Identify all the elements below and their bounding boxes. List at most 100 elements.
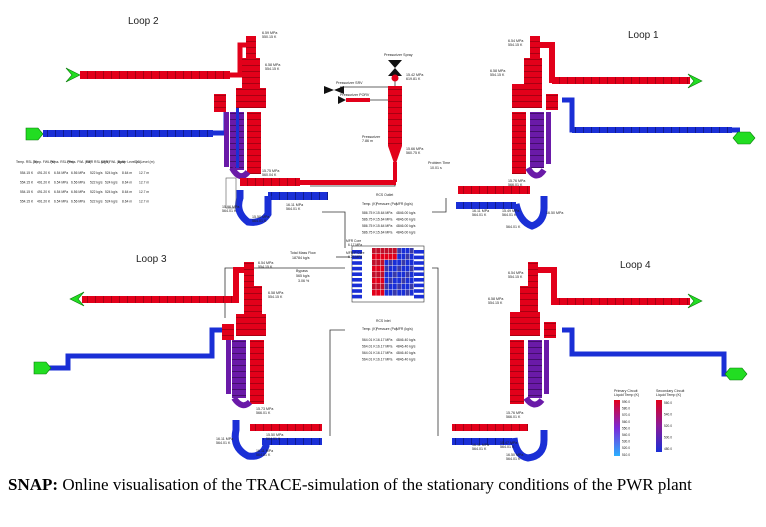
fuel-assembly [409, 260, 414, 266]
svg-text:550.15 K: 550.15 K [262, 35, 277, 39]
fuel-assembly [384, 278, 389, 284]
fuel-assembly [393, 248, 397, 254]
downcomer-segment [352, 272, 362, 276]
fuel-assembly [384, 254, 389, 260]
fuel-assembly [405, 290, 410, 296]
secondary-tick: 540.0 [664, 413, 672, 417]
fuel-assembly [372, 266, 376, 272]
sg-table-cell: 522 kg/s [90, 190, 103, 194]
svg-text:16.11 MPa: 16.11 MPa [286, 203, 303, 207]
downcomer-segment [414, 261, 424, 265]
svg-text:16.11 MPa: 16.11 MPa [256, 449, 273, 453]
loop-label: Loop 3 [136, 254, 167, 265]
fuel-assembly [393, 290, 397, 296]
sg-table-header: Temp. RSL (K) [16, 160, 38, 164]
svg-text:Liquid Temp (K): Liquid Temp (K) [614, 393, 639, 397]
feedwater-inlet-icon [732, 131, 756, 145]
sg-table-cell: 12.7 m [139, 190, 149, 194]
svg-text:565 kg/s: 565 kg/s [296, 274, 310, 278]
steam-generator-dome [520, 286, 538, 312]
svg-text:3.06 %: 3.06 % [298, 279, 310, 283]
primary-tick: 520.0 [622, 446, 630, 450]
svg-text:15.76 MPa: 15.76 MPa [506, 411, 523, 415]
fuel-assembly [372, 278, 376, 284]
svg-text:Pressurizer SRV: Pressurizer SRV [336, 81, 363, 85]
svg-text:554.15 K: 554.15 K [258, 265, 273, 269]
fuel-assembly [409, 248, 414, 254]
fuel-assembly [388, 254, 393, 260]
sg-table-cell: 491.20 K [37, 181, 51, 185]
sg-table-cell: 6.56 MPa [71, 190, 85, 194]
fuel-assembly [384, 266, 389, 272]
svg-text:554.15 K: 554.15 K [508, 43, 523, 47]
sg-table-cell: 6.54 MPa [54, 200, 68, 204]
svg-text:16.50 MPa: 16.50 MPa [506, 453, 523, 457]
svg-text:564.01 K: 564.01 K [472, 213, 487, 217]
fuel-assembly [388, 266, 393, 272]
svg-text:566.01 K: 566.01 K [508, 183, 523, 187]
svg-text:16.50 MPa: 16.50 MPa [546, 211, 563, 215]
svg-text:16.11 MPa: 16.11 MPa [472, 443, 489, 447]
downcomer-segment [414, 289, 424, 293]
sg-table-header: Press. FWL (Pa) [67, 160, 91, 164]
secondary-color-scale [656, 400, 662, 452]
sg-tube-cold [232, 340, 246, 398]
fuel-assembly [401, 266, 406, 272]
sg-table-cell: 6.56 MPa [71, 181, 85, 185]
svg-text:Pressurizer PORV: Pressurizer PORV [340, 93, 370, 97]
primary-color-scale [614, 400, 620, 456]
sg-table-cell: 554.15 K [20, 181, 34, 185]
svg-text:554.15 K: 554.15 K [508, 275, 523, 279]
svg-text:6.54 MPa: 6.54 MPa [508, 271, 523, 275]
fuel-assembly [401, 284, 406, 290]
fuel-assembly [397, 290, 401, 296]
rcs-outlet-cell: 4846.00 kg/s [396, 224, 416, 228]
steam-generator-body [236, 314, 266, 336]
fuel-assembly [372, 260, 376, 266]
rcs-outlet-header: Temp. (K) [362, 202, 377, 206]
sg-table-cell: 12.7 m [139, 181, 149, 185]
svg-text:18784 kg/s: 18784 kg/s [292, 256, 310, 260]
svg-text:560.75 K: 560.75 K [406, 151, 421, 155]
fuel-assembly [409, 272, 414, 278]
sg-table-cell: 554.15 K [20, 190, 34, 194]
fuel-assembly [397, 284, 401, 290]
fuel-assembly [401, 248, 406, 254]
rcs-outlet-cell: 4846.00 kg/s [396, 211, 416, 215]
fuel-assembly [380, 254, 385, 260]
svg-text:16.11 MPa: 16.11 MPa [216, 437, 233, 441]
secondary-tick: 500.0 [664, 436, 672, 440]
problem-time-label: Problem Time [428, 161, 450, 165]
svg-text:Bypass: Bypass [296, 269, 308, 273]
rcs-inlet-cell: 564.01 K [362, 338, 376, 342]
rcs-outlet-title: RCS Outlet [376, 193, 393, 197]
svg-text:15.47 MPa: 15.47 MPa [500, 441, 517, 445]
primary-tick: 580.0 [622, 407, 630, 411]
svg-text:554.15 K: 554.15 K [488, 301, 503, 305]
downcomer-segment [414, 266, 424, 271]
sg-table-cell: 8.64 m [122, 181, 132, 185]
steam-outlet-valve-icon [687, 73, 703, 89]
loop-4: Loop 4 6.54 MPa 554.15 K 6.58 MPa 554.15… [452, 260, 748, 462]
sg-table-cell: 554.15 K [20, 171, 34, 175]
svg-text:560.04 K: 560.04 K [262, 173, 277, 177]
cold-leg [456, 202, 516, 209]
svg-text:15.50 MPa: 15.50 MPa [252, 215, 269, 219]
svg-text:MFR-P Core: MFR-P Core [346, 251, 365, 255]
svg-text:6.23 MPa: 6.23 MPa [348, 255, 362, 259]
downcomer-segment [352, 261, 362, 265]
fuel-assembly [380, 272, 385, 278]
sg-table-cell: 12.7 m [139, 200, 149, 204]
fuel-assembly [372, 284, 376, 290]
pressurizer-vessel [388, 86, 402, 146]
svg-text:6.54 MPa: 6.54 MPa [258, 261, 273, 265]
downcomer-segment [414, 283, 424, 288]
loop-1: Loop 1 6.54 MPa 554.15 K 6.58 MPa 554.15… [456, 30, 756, 230]
fuel-assembly [401, 272, 406, 278]
rcs-outlet-cell: 586.75 K [362, 211, 376, 215]
downcomer-segment [352, 294, 362, 299]
rcs-outlet-cell: 15.64 MPa [376, 218, 393, 222]
primary-tick: 550.0 [622, 426, 630, 430]
rcs-inlet-header: MFR (kg/s) [396, 327, 413, 331]
fuel-assembly [372, 248, 376, 254]
